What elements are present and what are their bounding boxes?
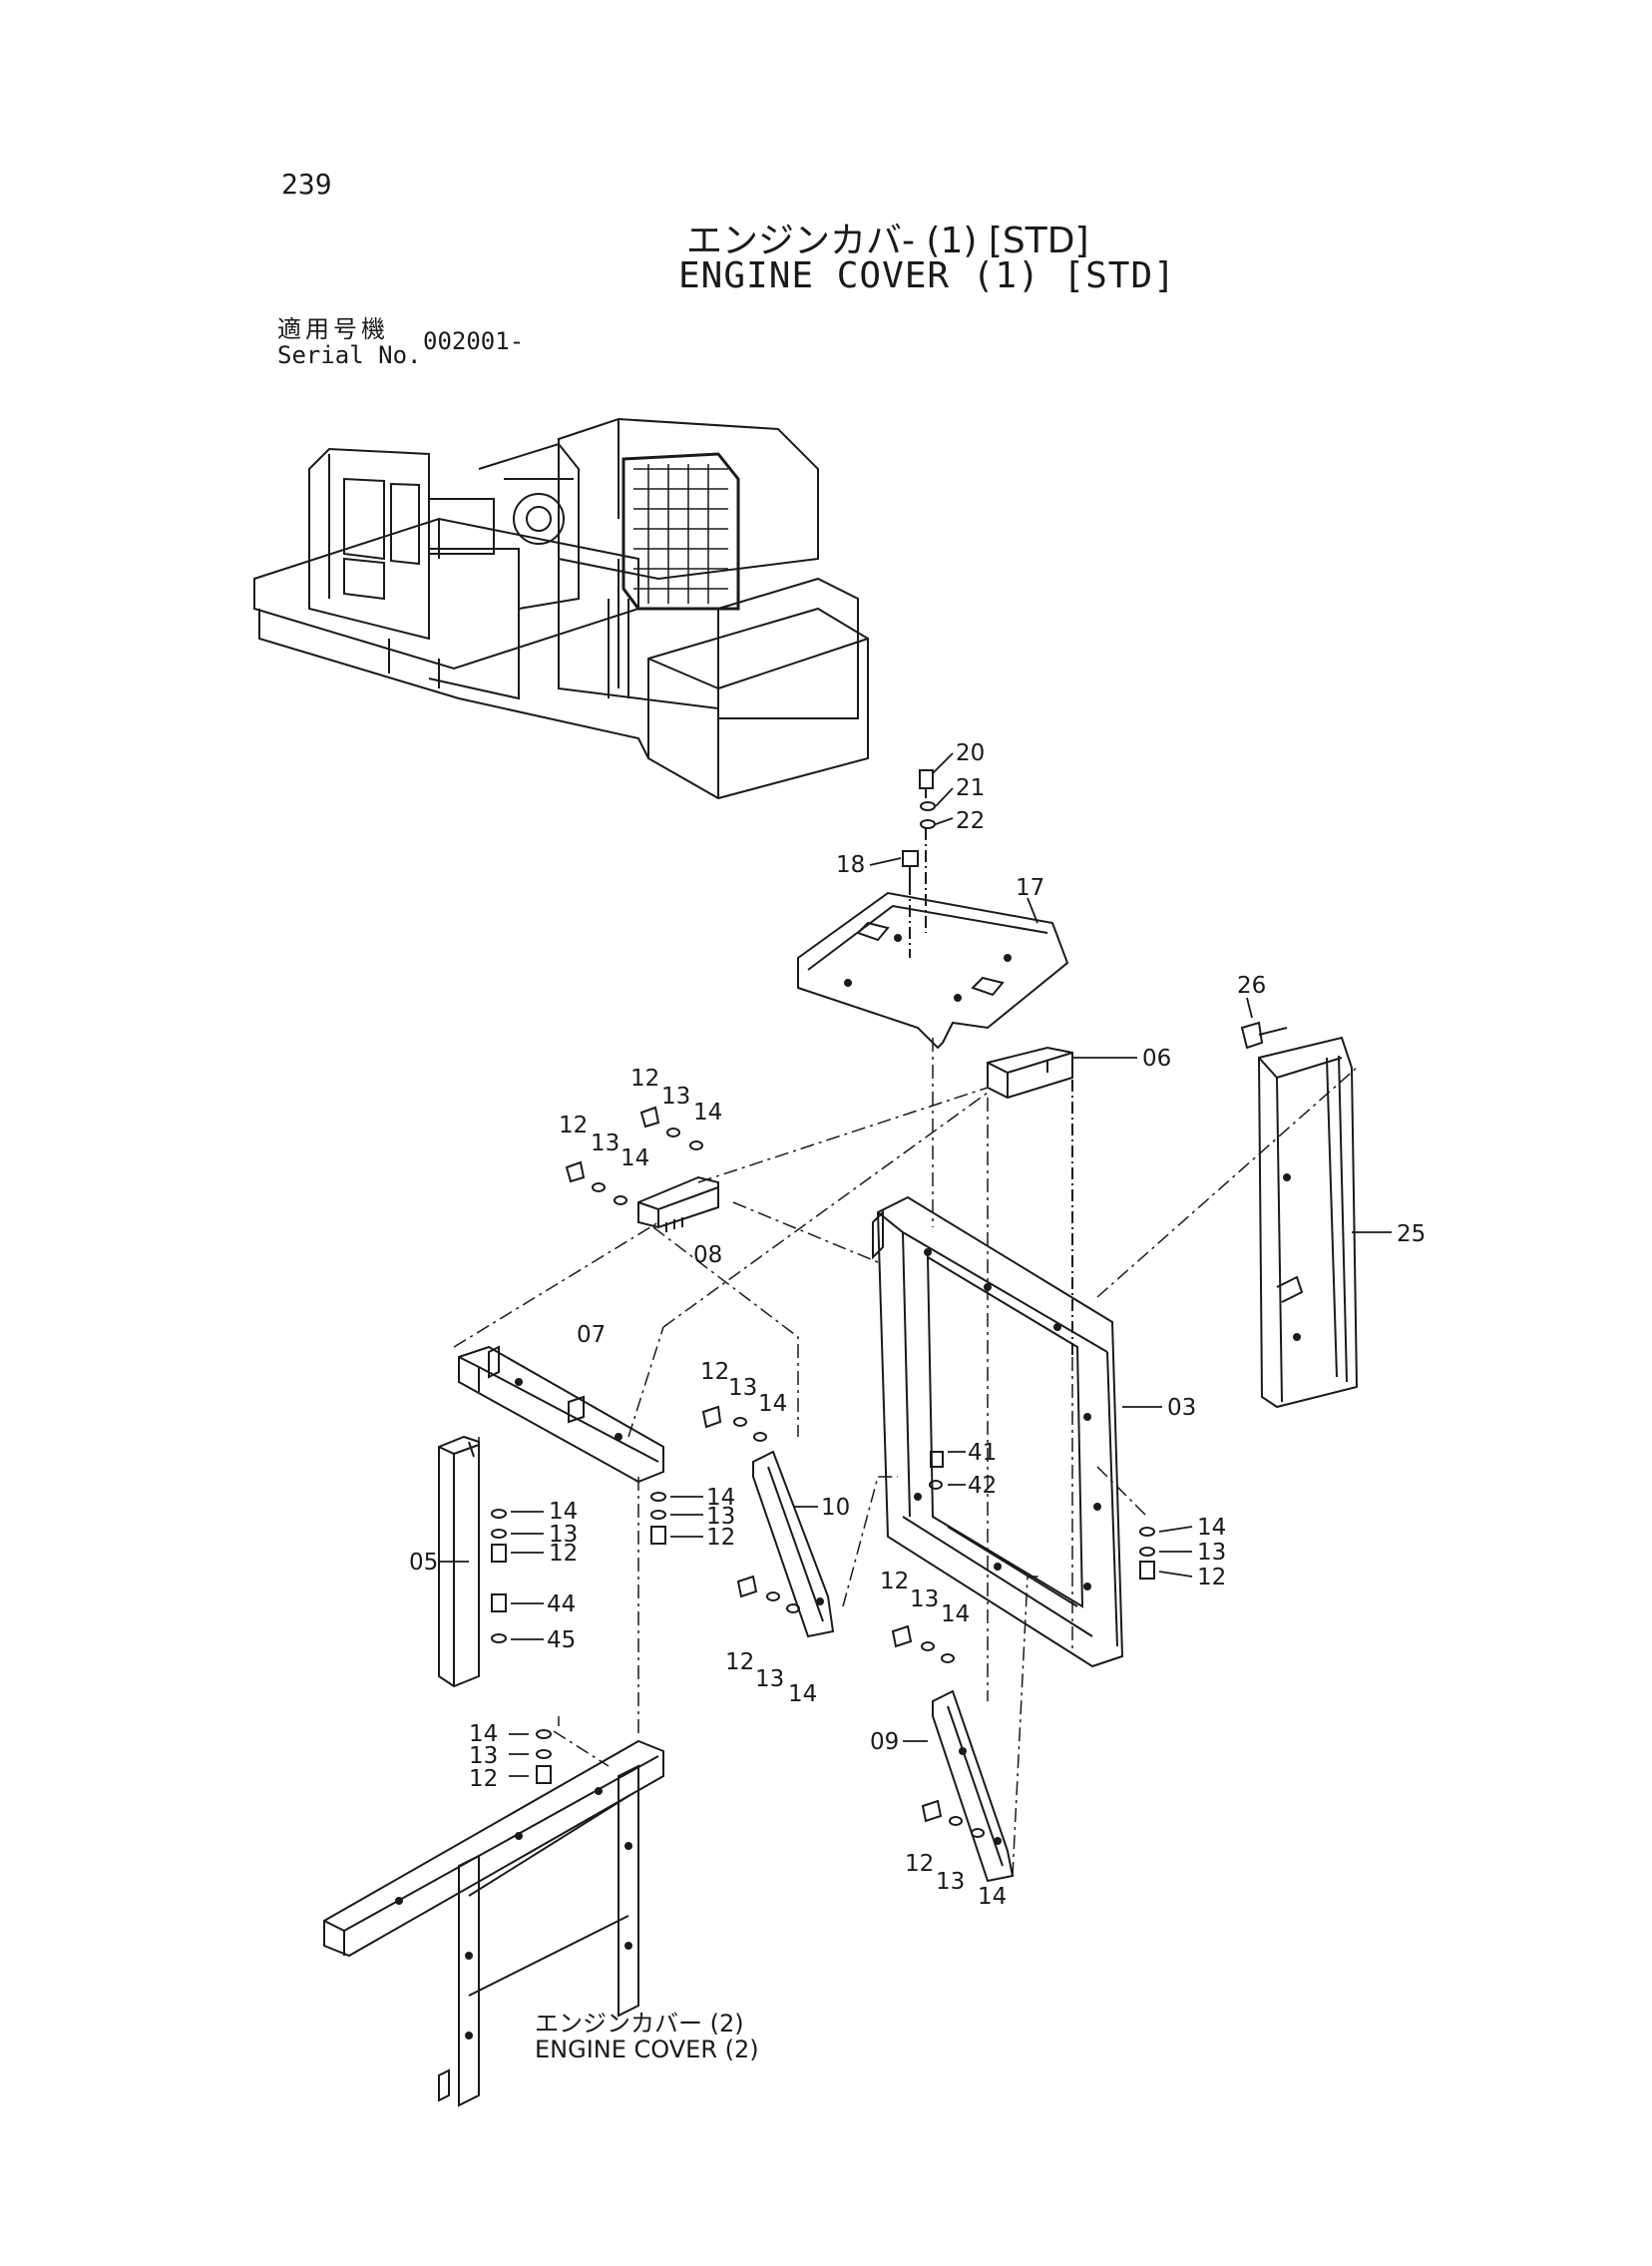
leader-lines (439, 752, 1392, 1777)
callout-05: 05 (409, 1550, 438, 1576)
part-07-crossbar (458, 1345, 664, 1484)
callout-12: 12 (880, 1569, 909, 1594)
callout-14: 14 (706, 1485, 735, 1511)
callout-13: 13 (728, 1375, 757, 1401)
callout-12: 12 (1197, 1565, 1226, 1590)
callout-17: 17 (1016, 875, 1044, 901)
callout-13: 13 (910, 1586, 939, 1612)
callout-08: 08 (693, 1242, 722, 1268)
callout-21: 21 (956, 775, 985, 801)
part-17-top-plate (797, 891, 1069, 1050)
callout-13: 13 (469, 1743, 498, 1769)
callout-25: 25 (1397, 1221, 1426, 1247)
serial-number-value: 002001- (423, 327, 525, 355)
bolt-cluster-upper (565, 1106, 703, 1205)
callout-03: 03 (1167, 1395, 1196, 1421)
callout-18: 18 (836, 852, 865, 878)
callout-22: 22 (956, 808, 985, 834)
part-05-post (438, 1435, 480, 1688)
callout-45: 45 (547, 1627, 576, 1653)
bolt-cluster-mid (491, 1405, 1155, 1643)
callout-13: 13 (549, 1522, 578, 1548)
callout-14: 14 (620, 1145, 649, 1171)
callout-12: 12 (706, 1525, 735, 1551)
part-03-main-frame (872, 1195, 1124, 1668)
callout-10: 10 (821, 1495, 850, 1521)
machine-overview-illustration (253, 417, 869, 800)
callout-13: 13 (755, 1666, 784, 1692)
callout-13: 13 (591, 1131, 620, 1156)
part-06-bracket (987, 1046, 1073, 1357)
callout-07: 07 (577, 1322, 606, 1348)
callout-13: 13 (706, 1504, 735, 1530)
callout-13: 13 (1197, 1540, 1226, 1566)
callout-12: 12 (469, 1766, 498, 1792)
callout-06: 06 (1142, 1046, 1171, 1072)
bolt-18 (902, 850, 919, 958)
callout-14: 14 (1197, 1515, 1226, 1541)
bolt-group-20-22 (919, 769, 936, 933)
part-25-side-panel (1257, 1036, 1359, 1409)
callout-14: 14 (941, 1601, 970, 1627)
callout-14: 14 (549, 1499, 578, 1525)
callout-13: 13 (936, 1869, 965, 1895)
callout-14: 14 (693, 1100, 722, 1126)
engine-cover-2-frame (323, 1739, 664, 2107)
callout-42: 42 (968, 1473, 997, 1499)
callout-44: 44 (547, 1591, 576, 1617)
callout-12: 12 (549, 1541, 578, 1567)
assembly-centerlines (453, 1038, 1358, 1877)
callout-12: 12 (905, 1851, 934, 1877)
callout-14: 14 (758, 1391, 787, 1417)
part-10-strut (752, 1450, 835, 1638)
callout-14: 14 (469, 1721, 498, 1747)
engine-cover-2-label-english: ENGINE COVER (2) (535, 2036, 759, 2063)
serial-label-english: Serial No. (277, 341, 422, 369)
callout-labels: 20 21 22 18 17 26 06 25 03 08 07 05 10 0… (409, 740, 1426, 1910)
bolt-cluster-lower (536, 1575, 985, 1838)
callout-14: 14 (978, 1884, 1007, 1910)
bolt-26 (1240, 1021, 1288, 1050)
callout-20: 20 (956, 740, 985, 766)
part-08-bracket (637, 1175, 719, 1232)
callout-26: 26 (1237, 973, 1266, 999)
engine-cover-2-label-japanese: エンジンカバー (2) (535, 2010, 744, 2038)
callout-14: 14 (788, 1681, 817, 1707)
title-english: ENGINE COVER (1) [STD] (678, 255, 1176, 296)
serial-label-japanese: 適用号機 (277, 315, 389, 343)
title-japanese: エンジンカバ- (1) [STD] (686, 221, 1089, 261)
page-number: 239 (281, 168, 332, 201)
callout-12: 12 (559, 1113, 588, 1138)
part-09-strut (932, 1689, 1015, 1883)
callout-12: 12 (700, 1359, 729, 1385)
callout-13: 13 (661, 1084, 690, 1110)
callout-12: 12 (630, 1066, 659, 1092)
callout-09: 09 (870, 1729, 899, 1755)
callout-41: 41 (968, 1440, 997, 1466)
callout-12: 12 (725, 1649, 754, 1675)
